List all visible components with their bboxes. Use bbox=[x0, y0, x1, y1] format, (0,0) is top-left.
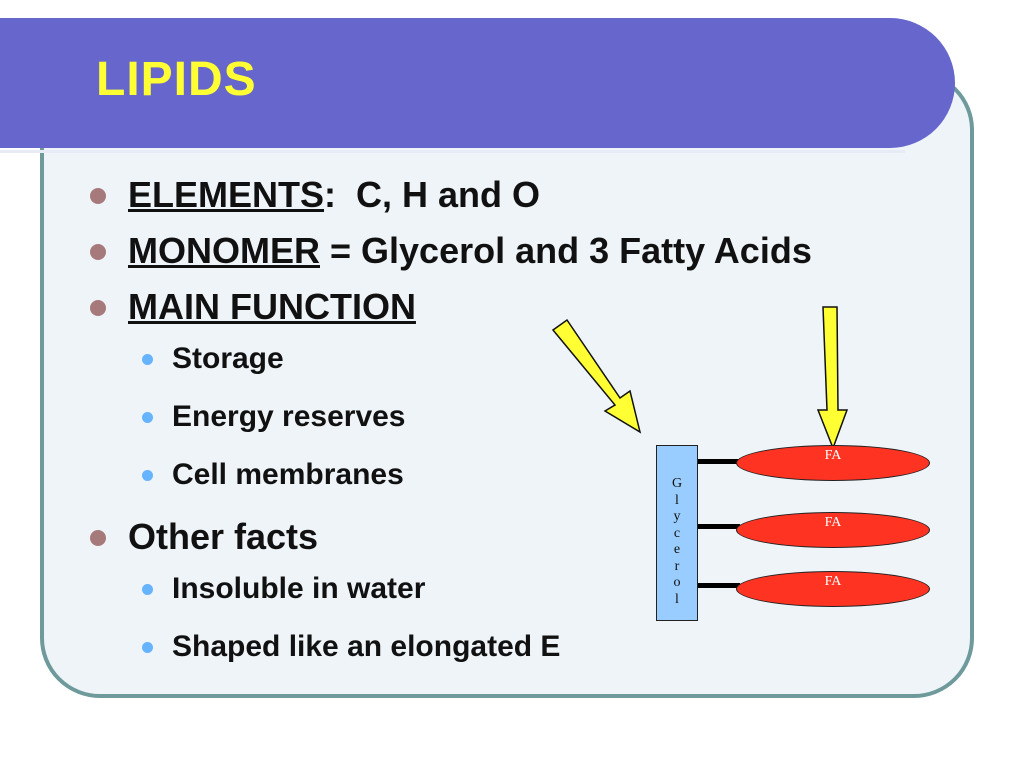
glycerol-letter: c bbox=[673, 525, 681, 541]
slide-title: LIPIDS bbox=[96, 53, 257, 106]
sub-bullet-dot bbox=[142, 642, 153, 653]
glycerol-label: G l y c e r o l bbox=[657, 476, 697, 608]
glycerol-letter: G bbox=[671, 476, 683, 491]
fact-insoluble: Insoluble in water bbox=[172, 572, 426, 605]
ester-bond bbox=[698, 524, 740, 529]
monomer-value: = Glycerol and 3 Fatty Acids bbox=[320, 230, 812, 271]
bullet-dot bbox=[90, 244, 106, 260]
function-storage: Storage bbox=[172, 342, 284, 375]
sub-bullet-insoluble: Insoluble in water bbox=[90, 570, 890, 608]
fatty-acid-1: FA bbox=[736, 445, 930, 481]
glycerol-letter: o bbox=[673, 575, 681, 590]
ester-bond bbox=[698, 459, 740, 464]
bullet-dot bbox=[90, 530, 106, 546]
glycerol-letter: l bbox=[675, 492, 679, 508]
title-bar: LIPIDS bbox=[0, 18, 955, 153]
elements-value: : C, H and O bbox=[324, 174, 541, 215]
bullet-list: ELEMENTS: C, H and O MONOMER = Glycerol … bbox=[90, 172, 890, 686]
fatty-acid-3: FA bbox=[736, 571, 930, 607]
sub-bullet-dot bbox=[142, 584, 153, 595]
fatty-acid-2: FA bbox=[736, 512, 930, 548]
sub-bullet-dot bbox=[142, 354, 153, 365]
title-rule bbox=[0, 150, 905, 153]
sub-bullet-energy: Energy reserves bbox=[90, 398, 890, 436]
fact-shape: Shaped like an elongated E bbox=[172, 630, 561, 663]
bullet-dot bbox=[90, 188, 106, 204]
elements-label: ELEMENTS bbox=[128, 174, 325, 215]
glycerol-letter: e bbox=[673, 542, 681, 557]
function-energy: Energy reserves bbox=[172, 400, 406, 433]
sub-bullet-membranes: Cell membranes bbox=[90, 456, 890, 494]
monomer-label: MONOMER bbox=[128, 230, 320, 271]
sub-bullet-dot bbox=[142, 412, 153, 423]
bullet-other-facts: Other facts bbox=[90, 514, 890, 560]
bullet-dot bbox=[90, 300, 106, 316]
sub-bullet-shape: Shaped like an elongated E bbox=[90, 628, 890, 666]
function-membranes: Cell membranes bbox=[172, 458, 404, 491]
other-facts-label: Other facts bbox=[128, 516, 319, 557]
bullet-monomer: MONOMER = Glycerol and 3 Fatty Acids bbox=[90, 228, 868, 274]
sub-bullet-storage: Storage bbox=[90, 340, 890, 378]
glycerol-letter: r bbox=[674, 558, 680, 574]
bullet-elements: ELEMENTS: C, H and O bbox=[90, 172, 890, 218]
bullet-main-function: MAIN FUNCTION bbox=[90, 284, 890, 330]
glycerol-letter: y bbox=[673, 509, 681, 524]
main-function-label: MAIN FUNCTION bbox=[128, 286, 416, 327]
sub-bullet-dot bbox=[142, 470, 153, 481]
glycerol-box: G l y c e r o l bbox=[656, 445, 698, 621]
glycerol-letter: l bbox=[675, 591, 679, 607]
ester-bond bbox=[698, 583, 740, 588]
